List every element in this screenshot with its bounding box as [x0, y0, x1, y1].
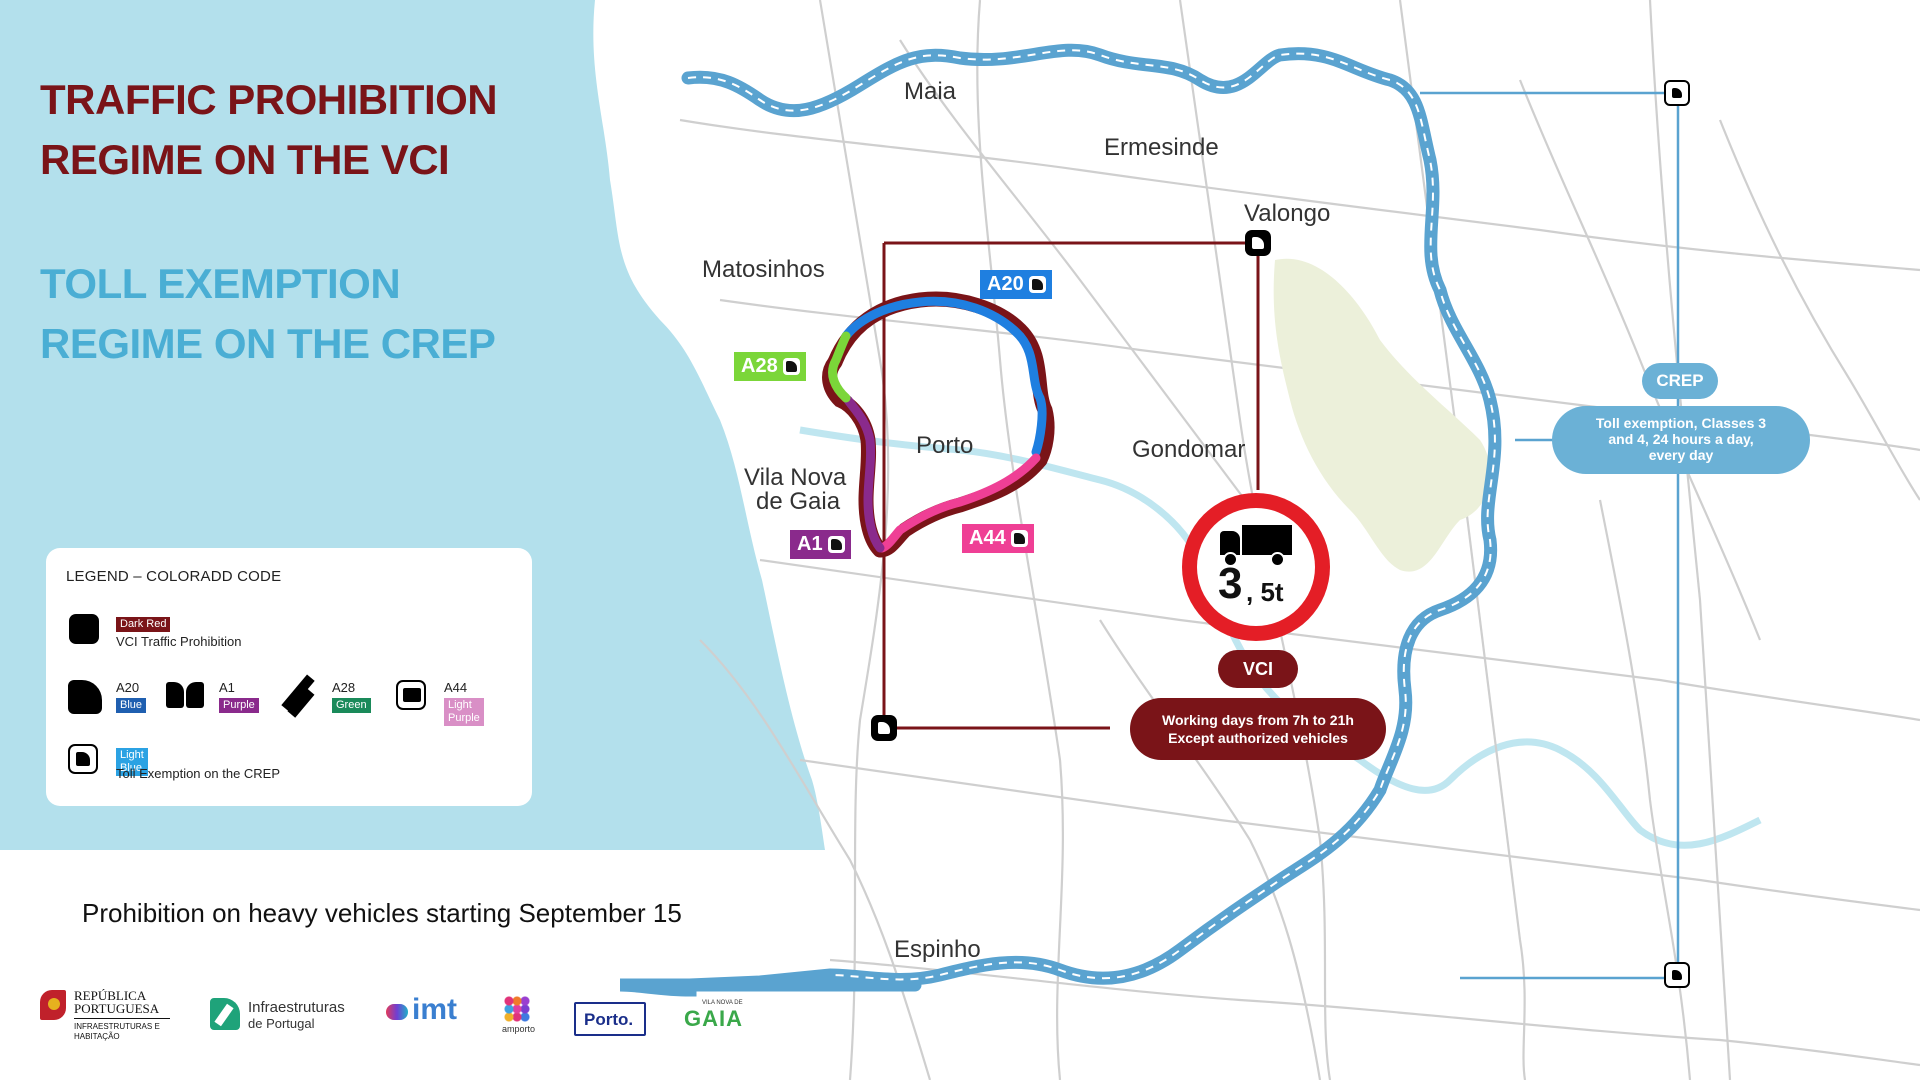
a20-label: A20	[987, 273, 1024, 295]
vci-marker-south	[871, 715, 897, 741]
a1-shape-icon	[166, 682, 184, 708]
highway-tag-a1: A1	[790, 530, 851, 559]
infraestruturas-portugal-logo: Infraestruturas de Portugal	[210, 998, 350, 1038]
prohibition-date-text: Prohibition on heavy vehicles starting S…	[82, 898, 682, 928]
crep-desc-line-2: and 4, 24 hours a day,	[1608, 431, 1754, 447]
legend-tag-dark-red: Dark Red	[116, 617, 171, 632]
highway-tag-a28: A28	[734, 352, 806, 381]
a1-shape-icon-2	[186, 682, 204, 708]
ip-text-2: de Portugal	[248, 1016, 315, 1031]
title-line-1: TRAFFIC PROHIBITION	[40, 76, 498, 123]
amporto-logo: amporto	[502, 996, 552, 1046]
a44-shape-inner	[403, 688, 421, 702]
republica-text-3: INFRAESTRUTURAS E	[74, 1022, 160, 1031]
a1-label: A1	[797, 533, 823, 555]
ip-text-1: Infraestruturas	[248, 999, 345, 1016]
amporto-text: amporto	[502, 1024, 536, 1034]
a28-label: A28	[741, 355, 778, 377]
crep-label-pill: CREP	[1642, 363, 1718, 399]
legend-a44-color: Light Purple	[444, 698, 484, 726]
crep-frame	[1420, 91, 1680, 980]
amporto-dots-icon	[504, 996, 530, 1022]
republica-text-4: HABITAÇÃO	[74, 1032, 120, 1041]
vci-label-pill: VCI	[1218, 650, 1298, 688]
place-label-valongo: Valongo	[1244, 200, 1331, 227]
a44-label: A44	[969, 527, 1006, 549]
highway-tag-a44: A44	[962, 524, 1034, 553]
vci-marker-north	[1245, 230, 1271, 256]
legend-crep-label: Toll Exemption on the CREP	[116, 766, 281, 781]
place-label-gaia-2: de Gaia	[756, 488, 841, 515]
vci-schedule-line-1: Working days from 7h to 21h	[1162, 712, 1354, 728]
crep-desc-line-3: every day	[1648, 447, 1714, 463]
legend-title: LEGEND – COLORADD CODE	[66, 568, 282, 585]
place-label-espinho: Espinho	[894, 936, 981, 963]
a44-colorcode-icon	[1010, 530, 1028, 547]
place-label-gondomar: Gondomar	[1132, 436, 1246, 463]
legend-a1-code: A1	[219, 680, 235, 695]
crep-exemption-inner	[76, 752, 90, 766]
weight-limit-sign: 3 , 5t	[1182, 493, 1330, 641]
place-label-gaia-1: Vila Nova	[744, 464, 847, 491]
vci-schedule-line-2: Except authorized vehicles	[1168, 730, 1348, 746]
gaia-text: GAIA	[684, 1006, 743, 1031]
republica-text-1: REPÚBLICA	[74, 988, 147, 1003]
a20-segment	[841, 296, 1047, 457]
gaia-logo: VILA NOVA DE GAIA	[684, 1000, 756, 1040]
road-network	[679, 0, 1920, 1080]
republica-portuguesa-logo: REPÚBLICA PORTUGUESA INFRAESTRUTURAS E H…	[40, 988, 170, 1044]
place-label-matosinhos: Matosinhos	[702, 256, 825, 283]
legend-a28-code: A28	[332, 680, 356, 695]
highway-tag-a20: A20	[980, 270, 1052, 299]
river-douro	[799, 426, 1762, 849]
truck-icon	[1220, 525, 1292, 567]
a28-segment	[828, 331, 851, 403]
a28-colorcode-icon	[782, 358, 800, 375]
legend-a44-code: A44	[444, 680, 468, 695]
legend-panel: LEGEND – COLORADD CODE Dark Red VCI Traf…	[46, 548, 532, 806]
title-line-3: TOLL EXEMPTION	[40, 260, 401, 307]
crep-marker-north	[1664, 80, 1690, 106]
forest-area	[1273, 258, 1491, 572]
vci-prohibition-icon	[69, 614, 99, 644]
legend-vci-label: VCI Traffic Prohibition	[116, 634, 242, 649]
place-label-maia: Maia	[904, 78, 957, 105]
weight-unit: , 5t	[1246, 577, 1284, 607]
gaia-small-text: VILA NOVA DE	[702, 1000, 743, 1006]
a20-shape-icon	[68, 680, 102, 714]
title-line-4: REGIME ON THE CREP	[40, 320, 496, 367]
vci-frame	[882, 241, 1260, 730]
imt-logo: imt	[386, 994, 476, 1044]
crep-marker-south	[1664, 962, 1690, 988]
legend-a28-color: Green	[332, 698, 371, 713]
a44-segment	[877, 453, 1041, 553]
republica-text-2: PORTUGUESA	[74, 1001, 160, 1016]
place-label-ermesinde: Ermesinde	[1104, 134, 1219, 161]
a1-colorcode-icon	[827, 536, 845, 553]
legend-a1-color: Purple	[219, 698, 259, 713]
porto-logo-text: Porto.	[584, 1010, 634, 1029]
imt-text: imt	[412, 993, 457, 1026]
legend-a20-color: Blue	[116, 698, 147, 713]
vci-schedule-pill: Working days from 7h to 21h Except autho…	[1130, 698, 1386, 760]
a1-segment	[843, 395, 885, 553]
title-line-2: REGIME ON THE VCI	[40, 136, 450, 183]
porto-logo: Porto.	[574, 1002, 646, 1036]
place-label-porto: Porto	[916, 432, 974, 459]
legend-a20-code: A20	[116, 680, 140, 695]
crep-description-pill: Toll exemption, Classes 3 and 4, 24 hour…	[1552, 406, 1810, 474]
crep-desc-line-1: Toll exemption, Classes 3	[1595, 415, 1767, 431]
a20-colorcode-icon	[1028, 276, 1046, 293]
weight-value: 3	[1218, 559, 1243, 608]
legend-tag-light-blue: Light Blue	[116, 748, 148, 776]
